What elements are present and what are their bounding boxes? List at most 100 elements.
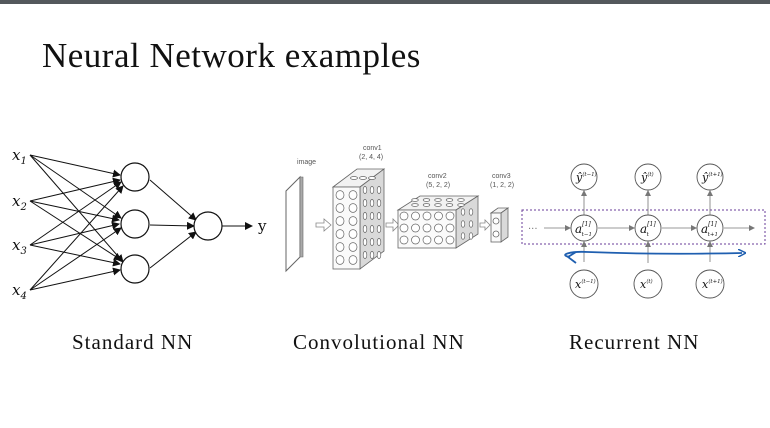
filter-circle [348, 229, 358, 239]
input-label: x4 [12, 281, 27, 302]
hidden-neuron [120, 162, 150, 192]
filter-circle [445, 235, 455, 245]
input-nodes [569, 269, 725, 299]
filter-circle [348, 255, 358, 265]
rnn-input-node [633, 269, 663, 299]
filter-circle [348, 203, 358, 213]
conv3-name: conv3 [492, 173, 511, 180]
filter-circle [368, 176, 376, 180]
filter-circle [335, 216, 345, 226]
filter-circle [468, 220, 474, 228]
filter-circle [460, 220, 466, 228]
rnn-hidden-label: a[1]t+1 [701, 221, 718, 238]
recurrent-nn-diagram: ··· ŷ⟨t−1⟩ ŷ⟨t⟩ ŷ⟨t+1⟩ a[1]t−1 a[1]t a[1… [521, 163, 766, 299]
filter-circle [335, 203, 345, 213]
rnn-input-label: x⟨t⟩ [640, 278, 653, 291]
filter-circle [362, 238, 368, 246]
filter-circle [335, 190, 345, 200]
filter-circle [411, 203, 419, 207]
filter-circle [457, 198, 465, 202]
filter-circle [369, 186, 375, 194]
filter-circle [411, 211, 420, 221]
flow-arrow [479, 219, 491, 231]
input-label: x3 [12, 236, 27, 257]
filter-circle [376, 251, 382, 259]
filter-circle [468, 208, 474, 216]
filter-circle [348, 216, 358, 226]
conv1-filters [335, 176, 382, 265]
filter-circle [362, 225, 368, 233]
output-nodes [570, 163, 724, 191]
filter-circle [460, 232, 466, 240]
rnn-output-labels: ŷ⟨t−1⟩ ŷ⟨t⟩ ŷ⟨t+1⟩ [575, 171, 723, 184]
filter-circle [376, 212, 382, 220]
filter-circle [376, 225, 382, 233]
rnn-input-node [695, 269, 725, 299]
input-labels: x1 x2 x3 x4 [12, 146, 27, 302]
filter-circle [468, 232, 474, 240]
filter-circle [335, 255, 345, 265]
connections [29, 154, 253, 291]
filter-circle [422, 211, 432, 221]
conv2-filters [399, 198, 474, 245]
rnn-input-node [569, 269, 599, 299]
filter-circle [422, 203, 431, 207]
conv3-volume [489, 207, 510, 243]
hidden-neuron [120, 254, 150, 284]
filter-circle [434, 223, 443, 233]
output-neuron [193, 211, 223, 241]
filter-circle [369, 199, 375, 207]
conv2-dims: (5, 2, 2) [426, 182, 450, 189]
filter-circle [445, 203, 454, 207]
slide-title: Neural Network examples [42, 36, 421, 75]
filter-circle [335, 242, 345, 252]
rnn-hidden-labels: a[1]t−1 a[1]t a[1]t+1 [575, 221, 718, 238]
image-label: image [297, 159, 316, 166]
conv1-dims: (2, 4, 4) [359, 154, 383, 161]
conv1-name: conv1 [363, 145, 382, 152]
filter-circle [376, 186, 382, 194]
filter-circle [445, 198, 454, 202]
rnn-hidden-node [570, 214, 598, 242]
caption-convolutional-nn: Convolutional NN [293, 330, 465, 354]
filter-circle [411, 198, 419, 202]
filter-circle [422, 198, 431, 202]
filter-circle [350, 176, 358, 180]
vertical-connectors [581, 190, 713, 263]
rnn-output-node [696, 163, 724, 191]
filter-circle [348, 242, 358, 252]
rnn-output-label: ŷ⟨t−1⟩ [575, 171, 597, 184]
filter-circle [445, 211, 455, 221]
filter-circle [362, 251, 368, 259]
conv2-name: conv2 [428, 173, 447, 180]
filter-circle [434, 211, 443, 221]
filter-circle [399, 211, 409, 221]
neurons [120, 162, 223, 284]
filter-circle [369, 212, 375, 220]
hidden-nodes [570, 214, 724, 242]
filter-circle [359, 176, 367, 180]
input-label: x2 [12, 192, 27, 213]
filter-circle [362, 212, 368, 220]
rnn-hidden-label: a[1]t−1 [575, 221, 592, 238]
conv-nn-diagram: image conv1 (2, 4, 4) conv2 (5, 2, 2) co… [285, 145, 514, 273]
filter-circle [369, 251, 375, 259]
filter-circle [376, 199, 382, 207]
hidden-neuron [120, 209, 150, 239]
input-label: x1 [12, 146, 27, 167]
flow-arrow [385, 218, 400, 232]
caption-recurrent-nn: Recurrent NN [569, 330, 700, 354]
filter-circle [422, 235, 432, 245]
conv3-dims: (1, 2, 2) [490, 182, 514, 189]
filter-circle [434, 198, 442, 202]
rnn-input-labels: x⟨t−1⟩ x⟨t⟩ x⟨t+1⟩ [575, 278, 723, 291]
top-border [0, 0, 770, 4]
ellipsis: ··· [528, 224, 538, 235]
rnn-hidden-node [696, 214, 724, 242]
filter-circle [411, 235, 420, 245]
filter-circle [422, 223, 432, 233]
filter-circle [362, 199, 368, 207]
backprop-annotation-arrow [564, 252, 742, 258]
filter-circle [399, 235, 409, 245]
filter-circle [399, 223, 409, 233]
